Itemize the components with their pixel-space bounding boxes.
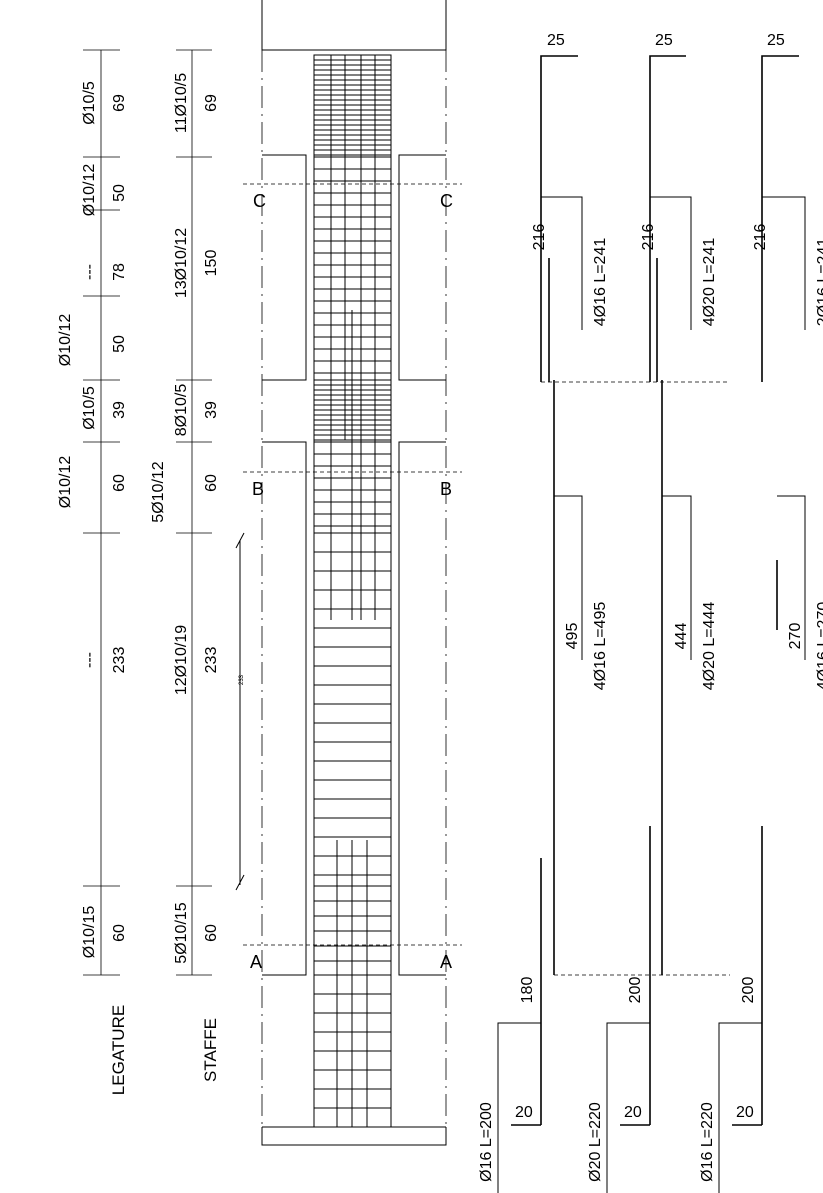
rebar-bottom-length: 180 xyxy=(519,977,536,1004)
staffe-spec: 12Ø10/19 xyxy=(173,625,190,695)
staffe-value: 150 xyxy=(203,250,220,277)
section-label-b: B xyxy=(252,479,264,499)
staffe-value: 60 xyxy=(203,924,220,942)
small-dimension-233: 233 xyxy=(239,674,245,685)
rebar-top-length: 216 xyxy=(640,224,657,251)
rebar-top-hook: 25 xyxy=(547,32,565,49)
rebar-bottom-label: Ø20 L=220 xyxy=(587,1102,604,1182)
legature-label: LEGATURE xyxy=(109,1005,128,1095)
staffe-value: 233 xyxy=(203,647,220,674)
rebar-top-hook: 25 xyxy=(655,32,673,49)
legature-value: 60 xyxy=(111,474,128,492)
legature-value: 78 xyxy=(111,263,128,281)
legature-value: 60 xyxy=(111,924,128,942)
rebar-bottom-hook: 20 xyxy=(515,1104,533,1121)
rebar-top-label: 4Ø20 L=241 xyxy=(701,238,718,327)
legature-dimension-chain: 69 50 78 50 39 60 233 60 Ø10/5 Ø10/12 --… xyxy=(57,49,128,1095)
legature-spec: Ø10/15 xyxy=(81,906,98,959)
staffe-spec: 11Ø10/5 xyxy=(173,73,190,133)
rebar-group-3: 25 216 2Ø16 L=241 270 4Ø16 L=270 200 20 … xyxy=(699,32,823,1193)
section-label-b: B xyxy=(440,479,452,499)
legature-value: 50 xyxy=(111,184,128,202)
legature-spec: Ø10/12 xyxy=(81,164,98,217)
rebar-mid-label: 4Ø16 L=495 xyxy=(592,602,609,691)
rebar-group-2: 25 216 4Ø20 L=241 444 4Ø20 L=444 200 20 … xyxy=(587,32,718,1193)
section-label-a: A xyxy=(440,952,452,972)
legature-value: 39 xyxy=(111,401,128,419)
rebar-top-length: 216 xyxy=(531,224,548,251)
rebar-mid-label: 4Ø20 L=444 xyxy=(701,602,718,691)
rebar-bottom-length: 200 xyxy=(740,977,757,1004)
section-label-a: A xyxy=(250,952,262,972)
rebar-mid-label: 4Ø16 L=270 xyxy=(815,602,823,691)
rebar-top-length: 216 xyxy=(752,224,769,251)
staffe-value: 39 xyxy=(203,401,220,419)
legature-value: 69 xyxy=(111,94,128,112)
rebar-bottom-length: 200 xyxy=(627,977,644,1004)
legature-spec: Ø10/5 xyxy=(81,81,98,125)
staffe-spec: 13Ø10/12 xyxy=(173,228,190,298)
rebar-bottom-label: Ø16 L=200 xyxy=(478,1102,495,1182)
staffe-value: 69 xyxy=(203,94,220,112)
legature-spec: Ø10/5 xyxy=(81,386,98,430)
rebar-bottom-label: Ø16 L=220 xyxy=(699,1102,716,1182)
rebar-mid-length: 270 xyxy=(787,623,804,650)
column-elevation: C C B B A A 233 xyxy=(235,0,462,1146)
legature-spec: --- xyxy=(81,652,98,668)
staffe-spec: 8Ø10/5 xyxy=(173,384,190,437)
staffe-dimension-chain: 69 150 39 60 233 60 11Ø10/5 13Ø10/12 8Ø1… xyxy=(150,49,220,1082)
staffe-value: 60 xyxy=(203,474,220,492)
legature-spec: Ø10/12 xyxy=(57,456,74,509)
legature-spec: --- xyxy=(81,264,98,280)
rebar-top-hook: 25 xyxy=(767,32,785,49)
rebar-bottom-hook: 20 xyxy=(736,1104,754,1121)
section-label-c: C xyxy=(440,191,453,211)
column-stirrups xyxy=(314,54,391,1128)
rebar-group-1: 25 216 4Ø16 L=241 495 4Ø16 L=495 180 20 … xyxy=(478,32,609,1193)
legature-spec: Ø10/12 xyxy=(57,314,74,367)
rebar-mid-length: 444 xyxy=(673,623,690,650)
rebar-top-label: 2Ø16 L=241 xyxy=(815,238,823,327)
rebar-mid-length: 495 xyxy=(564,623,581,650)
rebar-top-label: 4Ø16 L=241 xyxy=(592,238,609,327)
legature-value: 50 xyxy=(111,335,128,353)
section-label-c: C xyxy=(253,191,266,211)
rebar-bottom-hook: 20 xyxy=(624,1104,642,1121)
legature-value: 233 xyxy=(111,647,128,674)
staffe-label: STAFFE xyxy=(201,1018,220,1082)
staffe-spec: 5Ø10/12 xyxy=(150,461,167,522)
staffe-spec: 5Ø10/15 xyxy=(173,902,190,963)
